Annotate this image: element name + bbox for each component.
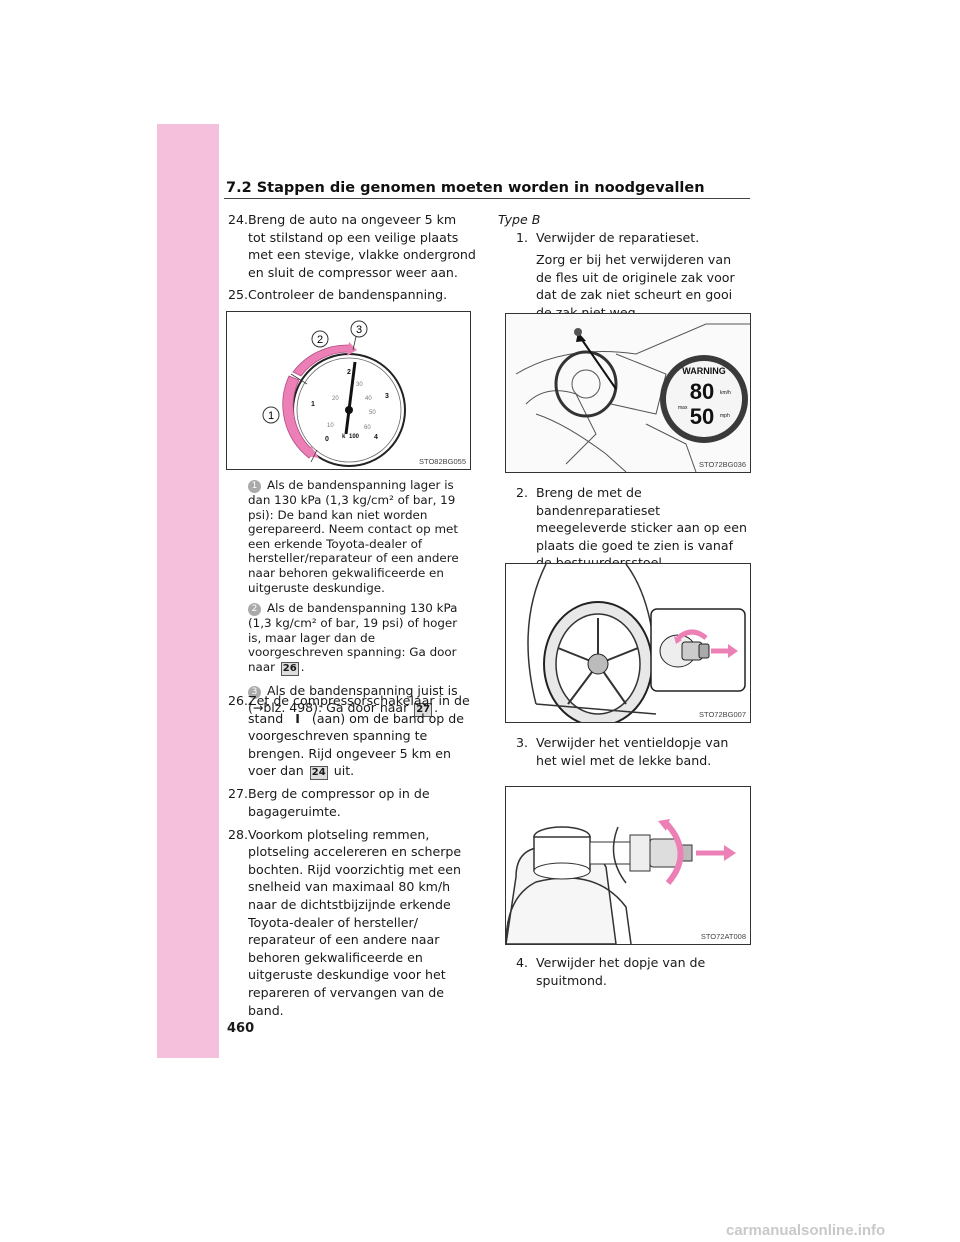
- callout-1: 1: [268, 410, 274, 422]
- right-step-4: 4. Verwijder het dopje van de spuitmond.: [516, 954, 752, 994]
- sticker-max-label: max: [678, 405, 688, 411]
- sticker-max-mph: 50: [690, 404, 714, 429]
- figure-valve-cap: STO72BG007: [505, 563, 751, 723]
- right-step-2: 2. Breng de met de bandenreparatieset me…: [516, 484, 752, 577]
- item-text: Breng de met de bandenreparatieset meege…: [536, 485, 747, 570]
- inner-tick-20: 20: [332, 396, 339, 402]
- figure-code: STO72BG007: [699, 710, 746, 719]
- tick-label-0: 0: [325, 436, 329, 443]
- item-text: Voorkom plotseling remmen, plotseling ac…: [248, 826, 462, 1018]
- item-text: Zet de compressorschakelaar in de stand …: [248, 693, 470, 781]
- type-label: Type B: [498, 212, 541, 227]
- tick-label-3: 3: [385, 393, 389, 400]
- step-reference: 24: [309, 766, 328, 781]
- callout-2: 2: [317, 334, 323, 346]
- punctuation: .: [300, 659, 305, 674]
- item-number: 1.: [516, 229, 529, 245]
- item-subtext: Zorg er bij het verwijderen van de fles …: [536, 252, 735, 320]
- inner-tick-40: 40: [365, 396, 372, 402]
- item-number: 25.: [228, 287, 249, 303]
- step-text: Als de bandenspanning 130 kPa (1,3 kg/cm…: [248, 601, 458, 674]
- figure-nozzle-cap: STO72AT008: [505, 786, 751, 945]
- item-number: 3.: [516, 735, 529, 750]
- item-text: Berg de compressor op in de bagageruimte…: [248, 786, 430, 819]
- inner-tick-10: 10: [327, 423, 334, 429]
- list-item-28: 28. Voorkom plotseling remmen, plotselin…: [228, 826, 476, 1020]
- list-item-26: 26. Zet de compressorschakelaar in de st…: [228, 692, 476, 781]
- callout-3: 3: [356, 324, 362, 336]
- item-number: 2.: [516, 485, 529, 500]
- switch-symbol: I: [295, 710, 300, 726]
- item-number: 24.: [228, 212, 249, 227]
- right-column: Type B 1. Verwijder de reparatieset. Zor…: [498, 211, 750, 327]
- item-text: Controleer de bandenspanning.: [248, 287, 448, 303]
- list-item-24: 24. Breng de auto na ongeveer 5 km tot s…: [228, 211, 476, 281]
- right-step-3: 3. Verwijder het ventieldopje van het wi…: [516, 734, 752, 774]
- step-badge: 3: [248, 685, 261, 699]
- item-number: 27.: [228, 786, 249, 802]
- watermark: carmanualsonline.info: [726, 1222, 886, 1239]
- page-header: 7.2 Stappen die genomen moeten worden in…: [226, 180, 705, 196]
- item-number: 26.: [228, 693, 249, 708]
- header-divider: [224, 198, 750, 199]
- list-item-27: 27. Berg de compressor op in de bagageru…: [228, 785, 476, 820]
- step-text: Als de bandenspanning juist is (→blz. 49…: [248, 682, 458, 716]
- figure-code: STO72AT008: [700, 932, 746, 941]
- step-badge: 1: [248, 480, 261, 493]
- item-text: Breng de auto na ongeveer 5 km tot stils…: [248, 212, 476, 280]
- inner-tick-60: 60: [364, 425, 371, 431]
- interior-illustration: WARNING 80 50 km/h mph max: [515, 323, 750, 472]
- unit-label: k: [342, 434, 346, 440]
- left-column-lower: 26. Zet de compressorschakelaar in de st…: [228, 692, 476, 1024]
- item-text: Verwijder het ventieldopje van het wiel …: [536, 735, 729, 768]
- item-number: 4.: [516, 955, 529, 970]
- step-reference: 27: [414, 703, 433, 718]
- step-reference: 26: [280, 661, 299, 676]
- list-item-2: 2. Breng de met de bandenreparatieset me…: [516, 484, 752, 572]
- section-sidebar-tab: [157, 124, 219, 1058]
- item-number: 28.: [228, 826, 249, 842]
- punctuation: .: [434, 700, 439, 716]
- figure-pressure-gauge: 1 2 3 0 1 2 3 4 10 20 30 40 50 60 100 k …: [226, 311, 471, 470]
- wheel-illustration: [527, 564, 746, 722]
- item-text: Verwijder de reparatieset.: [536, 229, 700, 245]
- list-item-25: 25. Controleer de bandenspanning.: [228, 286, 476, 304]
- list-item-4: 4. Verwijder het dopje van de spuitmond.: [516, 954, 752, 989]
- figure-code: STO82BG055: [419, 457, 466, 466]
- sticker-unit-kmh: km/h: [720, 390, 731, 396]
- item-text: Verwijder het dopje van de spuitmond.: [536, 955, 706, 988]
- nozzle-illustration: [506, 819, 736, 944]
- sticker-max-kmh: 80: [690, 379, 714, 404]
- inner-tick-100: 100: [349, 434, 360, 440]
- figure-code: STO72BG036: [699, 460, 746, 469]
- left-column: 24. Breng de auto na ongeveer 5 km tot s…: [228, 211, 476, 309]
- tick-label-2: 2: [347, 369, 351, 376]
- pressure-gauge-illustration: 1 2 3 0 1 2 3 4 10 20 30 40 50 60 100 k: [262, 320, 406, 467]
- page-number: 460: [227, 1021, 255, 1036]
- list-item-1: 1. Verwijder de reparatieset. Zorg er bi…: [516, 229, 750, 322]
- figure-sticker-placement: WARNING 80 50 km/h mph max STO72BG036: [505, 313, 751, 473]
- tick-label-1: 1: [311, 401, 315, 408]
- inner-tick-30: 30: [356, 382, 363, 388]
- step-badge: 2: [248, 603, 261, 617]
- list-item-3: 3. Verwijder het ventieldopje van het wi…: [516, 734, 752, 769]
- inner-tick-50: 50: [369, 410, 376, 416]
- sticker-unit-mph: mph: [720, 413, 730, 419]
- step-text: Als de bandenspanning lager is dan 130 k…: [248, 478, 459, 595]
- tick-label-4: 4: [374, 434, 378, 441]
- sticker-warning: WARNING: [682, 366, 726, 376]
